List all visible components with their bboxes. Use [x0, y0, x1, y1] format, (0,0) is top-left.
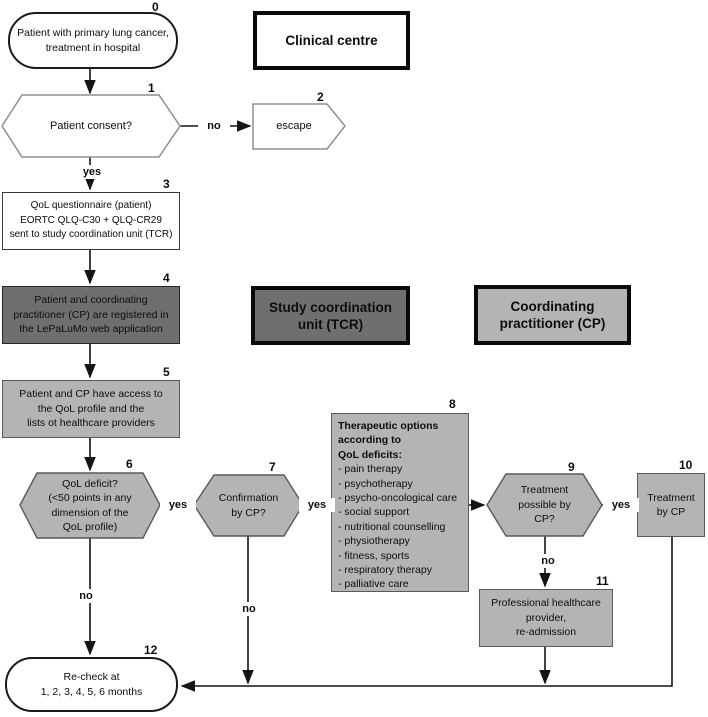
node-8-number: 8 — [449, 397, 456, 411]
node-2-escape: escape — [276, 120, 312, 133]
node-9-number: 9 — [568, 460, 575, 474]
edge-label-yes-consent: yes — [74, 165, 110, 179]
node-8-items: - pain therapy - psychotherapy - psycho-… — [338, 463, 458, 591]
edge-n10-n12 — [180, 537, 673, 692]
node-6-number: 6 — [126, 457, 133, 471]
node-11-professional-healthcare-provider: Professional healthcare provider, re-adm… — [479, 589, 613, 647]
edge-label-no-confirmation: no — [233, 602, 265, 616]
edge-label-yes-deficit: yes — [160, 498, 196, 512]
node-4-registration: Patient and coordinating practitioner (C… — [2, 286, 180, 344]
node-1-number: 1 — [148, 81, 155, 95]
node-0-patient-lung-cancer: Patient with primary lung cancer, treatm… — [8, 12, 178, 69]
node-1-patient-consent: Patient consent? — [50, 119, 132, 132]
node-10-treatment-by-cp: Treatment by CP — [637, 473, 705, 537]
node-12-number: 12 — [144, 643, 158, 657]
node-10-number: 10 — [679, 458, 693, 472]
node-2-escape-shape — [252, 103, 346, 150]
edge-label-yes-confirmation: yes — [299, 498, 335, 512]
node-3-qol-questionnaire: QoL questionnaire (patient) EORTC QLQ-C3… — [2, 192, 180, 250]
legend-study-coordination-unit: Study coordination unit (TCR) — [251, 286, 410, 345]
node-9-treatment-possible: Treatment possible by CP? — [518, 484, 571, 526]
node-1-hexagon-shape — [1, 94, 181, 158]
edge-label-no-consent: no — [198, 119, 230, 133]
node-8-therapeutic-options: Therapeutic options according to QoL def… — [331, 413, 469, 592]
node-2-number: 2 — [317, 90, 324, 104]
legend-coordinating-practitioner: Coordinating practitioner (CP) — [474, 285, 631, 345]
node-8-title: Therapeutic options according to QoL def… — [338, 420, 439, 461]
node-12-recheck: Re-check at 1, 2, 3, 4, 5, 6 months — [5, 657, 178, 712]
node-5-access-qol-profile: Patient and CP have access to the QoL pr… — [2, 380, 180, 438]
edge-label-no-treatment: no — [532, 554, 564, 568]
node-3-number: 3 — [163, 177, 170, 191]
node-4-number: 4 — [163, 271, 170, 285]
node-7-confirmation-by-cp: Confirmation by CP? — [218, 492, 279, 519]
legend-clinical-centre: Clinical centre — [253, 11, 410, 70]
node-5-number: 5 — [163, 365, 170, 379]
node-6-qol-deficit: QoL deficit? (<50 points in any dimensio… — [48, 477, 132, 534]
node-9-hexagon-shape — [486, 473, 603, 537]
node-0-number: 0 — [152, 0, 159, 14]
node-11-number: 11 — [596, 574, 609, 588]
edge-label-yes-treatment: yes — [603, 498, 639, 512]
edge-label-no-deficit: no — [70, 589, 102, 603]
node-7-number: 7 — [269, 460, 276, 474]
